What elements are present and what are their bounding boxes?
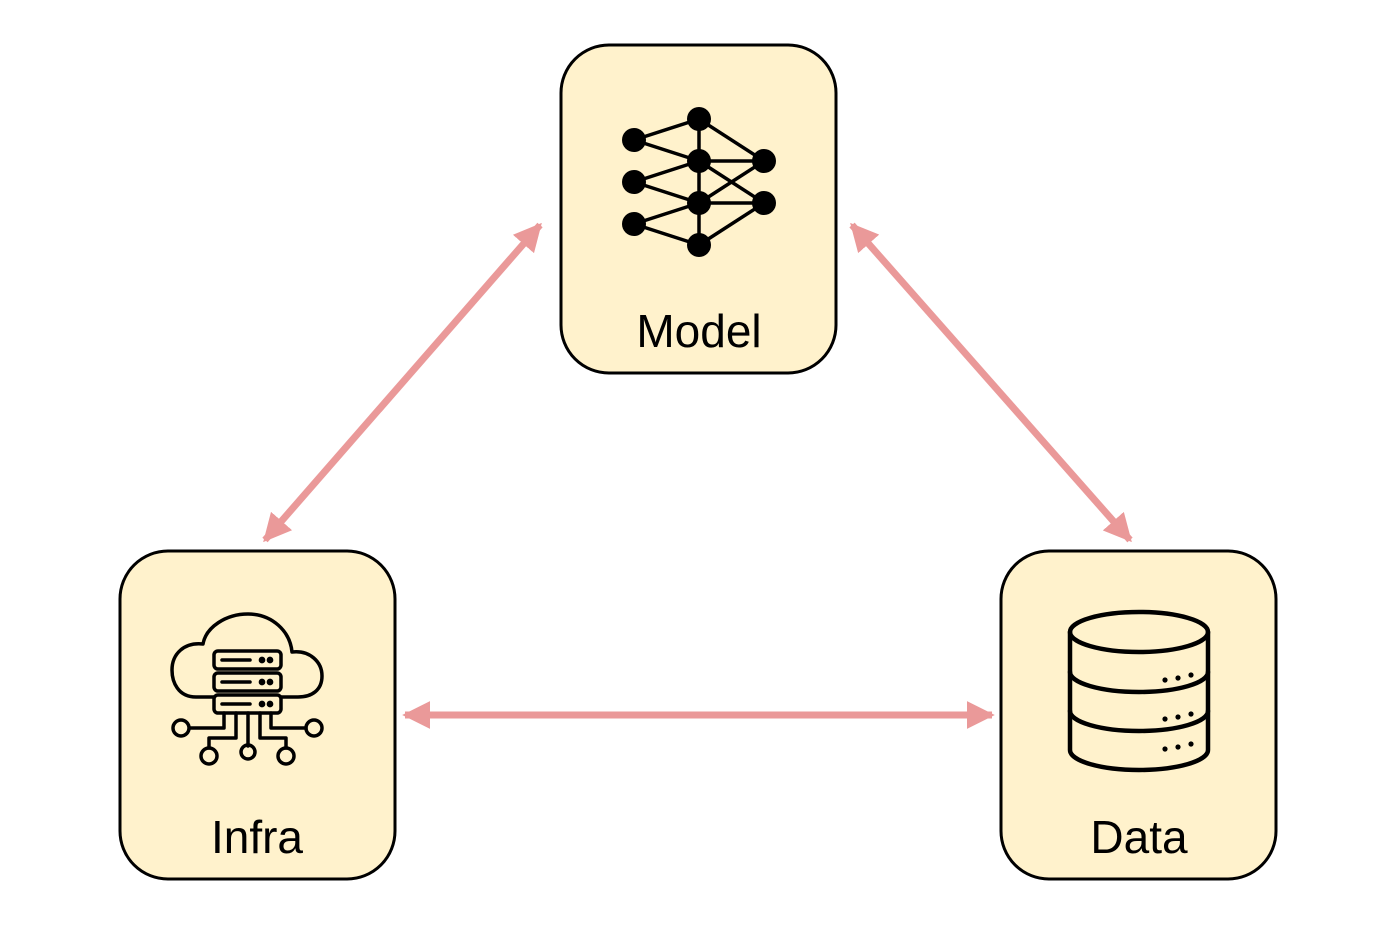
node-infra-label: Infra xyxy=(211,811,303,863)
edges xyxy=(262,222,1133,729)
database-icon xyxy=(1067,609,1211,773)
node-model-label: Model xyxy=(636,305,761,357)
node-model[interactable]: Model xyxy=(559,43,838,375)
edge-model-infra[interactable] xyxy=(262,222,543,543)
node-data[interactable]: Data xyxy=(999,549,1278,881)
node-data-label: Data xyxy=(1090,811,1188,863)
node-infra-box[interactable] xyxy=(118,549,397,881)
neural-network-icon xyxy=(622,107,776,257)
edge-model-data[interactable] xyxy=(849,222,1133,543)
cloud-server-icon xyxy=(170,612,324,766)
node-infra[interactable]: Infra xyxy=(118,549,397,881)
